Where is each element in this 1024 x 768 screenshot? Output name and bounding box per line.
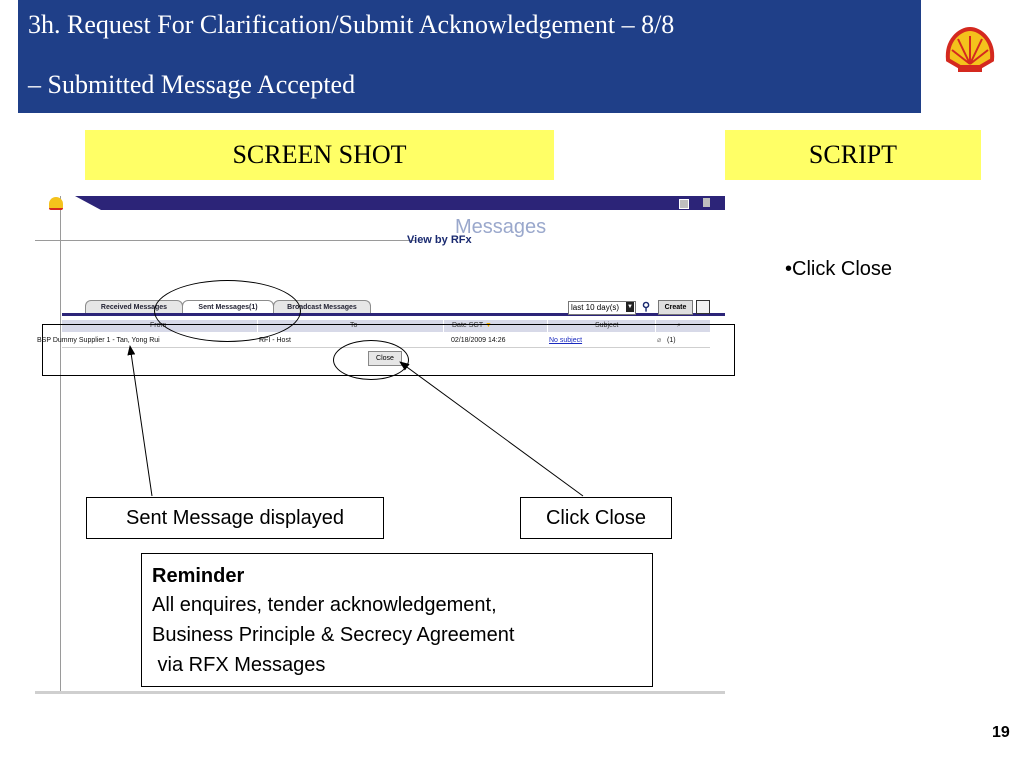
highlight-ellipse-sent-tab	[154, 280, 301, 342]
script-label: SCRIPT	[725, 130, 981, 180]
date-filter-select[interactable]: last 10 day(s)	[568, 301, 636, 315]
cell-date: 02/18/2009 14:26	[451, 337, 506, 344]
column-header-subject[interactable]: Subject	[595, 322, 619, 329]
cell-to: RFI - Host	[259, 337, 291, 344]
search-icon[interactable]: ⚲	[642, 301, 651, 313]
highlight-ellipse-close	[333, 340, 409, 380]
header-rule	[35, 240, 415, 241]
page-subtitle: View by RFx	[407, 234, 472, 246]
slide-subtitle: – Submitted Message Accepted	[28, 70, 356, 99]
paperclip-icon[interactable]: ⌀	[657, 337, 662, 344]
slide-title: 3h. Request For Clarification/Submit Ack…	[28, 10, 675, 39]
script-bullet: •Click Close	[785, 258, 893, 280]
column-header-date[interactable]: Date SGT	[452, 322, 484, 329]
arrow-to-sent-message	[127, 345, 153, 497]
reminder-line: via RFX Messages	[152, 654, 326, 676]
arrow-to-close-button	[399, 361, 584, 497]
shell-logo-icon	[945, 26, 995, 72]
page-number: 19	[992, 724, 1010, 741]
cell-subject-link[interactable]: No subject	[549, 337, 583, 344]
cell-attachments: (1)	[667, 337, 676, 344]
create-button[interactable]: Create	[658, 300, 693, 315]
print-icon[interactable]	[696, 300, 710, 314]
reminder-line: Business Principle & Secrecy Agreement	[152, 624, 515, 646]
column-header-to[interactable]: To	[350, 322, 358, 329]
app-top-bar	[75, 196, 725, 210]
callout-sent-message: Sent Message displayed	[86, 497, 384, 539]
tabs-underline	[62, 313, 725, 316]
left-rule	[60, 196, 61, 691]
reminder-box: Reminder All enquires, tender acknowledg…	[141, 553, 653, 687]
reminder-heading: Reminder	[152, 565, 245, 587]
page-title: Messages	[455, 216, 547, 238]
chevron-down-icon[interactable]: ▼	[626, 302, 634, 312]
cell-from: BSP Dummy Supplier 1 - Tan, Yong Rui	[37, 337, 160, 344]
title-banner	[18, 0, 921, 113]
app-logo-icon	[49, 197, 63, 210]
column-header-from[interactable]: From	[150, 322, 167, 329]
attachment-icon: ⌕	[677, 322, 681, 329]
reminder-line: All enquires, tender acknowledgement,	[152, 594, 497, 616]
callout-click-close: Click Close	[520, 497, 672, 539]
screenshot-label: SCREEN SHOT	[85, 130, 554, 180]
user-icon[interactable]	[703, 198, 710, 207]
sort-arrow-icon: ▼	[485, 322, 492, 329]
help-icon[interactable]	[679, 199, 689, 209]
